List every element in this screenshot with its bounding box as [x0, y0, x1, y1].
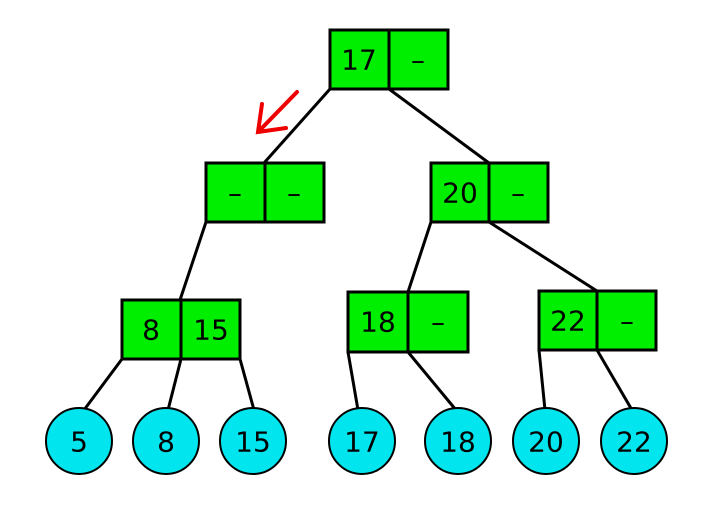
edge-leaf-8 [166, 358, 183, 411]
root-key-2: – [411, 44, 425, 77]
node-c-key-2: – [620, 305, 634, 338]
node-b-key-2: – [431, 306, 445, 339]
internal-node-8-15: 8 15 [120, 298, 242, 361]
right-key-2: – [511, 177, 525, 210]
internal-node-left: – – [204, 161, 326, 224]
root-key-1: 17 [341, 44, 377, 77]
edge-leaf-17 [346, 351, 360, 411]
leaf-node [132, 407, 200, 475]
leaf-value: 5 [70, 426, 88, 459]
arrow-down-left-icon [255, 90, 299, 135]
node-c-key-box-2 [595, 289, 658, 352]
leaf-nodes: 5 8 15 17 18 20 22 [45, 407, 668, 475]
node-a-key-box-1 [120, 298, 183, 361]
edge-leaf-5 [82, 358, 124, 411]
internal-node-18: 18 – [346, 290, 470, 354]
right-key-box-2 [487, 161, 550, 224]
leaf-value: 15 [235, 426, 271, 459]
edge-leaf-15 [238, 358, 256, 411]
leaf-node [219, 407, 287, 475]
root-key-box-2 [387, 28, 450, 91]
root-key-box-1 [328, 28, 391, 91]
leaf-node [512, 407, 580, 475]
leaf-node [600, 407, 668, 475]
node-b-key-box-2 [406, 290, 470, 354]
leaf-node [424, 407, 492, 475]
root-node: 17 – [328, 28, 450, 91]
node-a-key-2: 15 [193, 314, 229, 347]
left-key-box-2 [263, 161, 326, 224]
left-key-box-1 [204, 161, 267, 224]
edge-right-child-a [406, 221, 433, 293]
left-key-1: – [228, 177, 242, 210]
edge-leaf-20 [537, 349, 547, 411]
left-key-2: – [287, 177, 301, 210]
internal-node-right: 20 – [429, 161, 550, 224]
leaf-node [328, 407, 396, 475]
leaf-node [45, 407, 113, 475]
right-key-box-1 [429, 161, 491, 224]
edge-leaf-18 [406, 351, 458, 411]
edge-leaf-22 [595, 349, 634, 411]
leaf-value: 17 [344, 426, 380, 459]
edge-left-child [178, 221, 208, 301]
right-key-1: 20 [442, 177, 478, 210]
leaf-value: 22 [616, 426, 652, 459]
internal-node-22: 22 – [537, 289, 658, 352]
leaf-value: 18 [440, 426, 476, 459]
node-b-key-box-1 [346, 290, 410, 354]
leaf-value: 20 [528, 426, 564, 459]
tree-edges [82, 87, 634, 411]
node-b-key-1: 18 [360, 306, 396, 339]
leaf-value: 8 [157, 426, 175, 459]
edge-root-right [388, 87, 490, 165]
node-c-key-1: 22 [550, 305, 586, 338]
edge-right-child-b [488, 220, 598, 293]
edge-root-left [262, 88, 332, 164]
node-a-key-1: 8 [142, 314, 160, 347]
node-a-key-box-2 [179, 298, 242, 361]
